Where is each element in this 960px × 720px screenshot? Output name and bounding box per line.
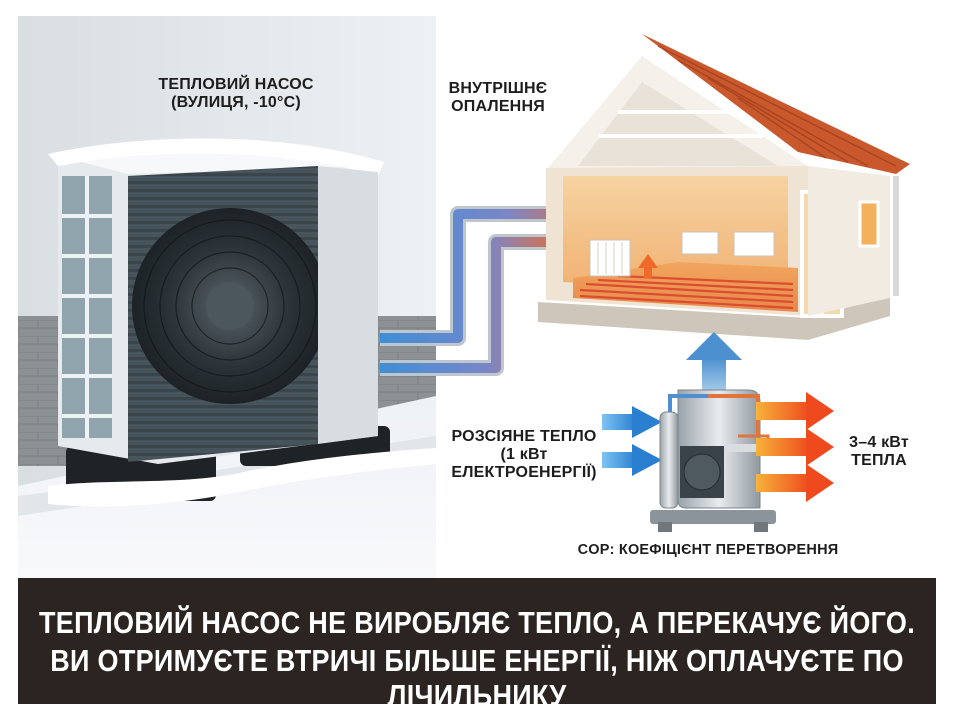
hot-arrow-1-icon: [756, 392, 834, 430]
radiator-back-left: [681, 231, 719, 255]
compressor-icon: [650, 389, 776, 532]
bottom-banner: ТЕПЛОВИЙ НАСОС НЕ ВИРОБЛЯЄ ТЕПЛО, А ПЕРЕ…: [18, 578, 936, 704]
input-energy-caption: РОЗСІЯНЕ ТЕПЛО (1 кВт ЕЛЕКТРОЕНЕРГІЇ): [436, 428, 612, 482]
underfloor-heating: [579, 274, 794, 310]
output-heat-caption: 3–4 кВт ТЕПЛА: [834, 434, 924, 470]
input-line-1: РОЗСІЯНЕ ТЕПЛО: [451, 428, 597, 445]
roof-fascia: [526, 34, 910, 168]
banner-line-1: ТЕПЛОВИЙ НАСОС НЕ ВИРОБЛЯЄ ТЕПЛО, А ПЕРЕ…: [38, 606, 916, 640]
output-arrows: [756, 392, 834, 502]
indoor-line-2: ОПАЛЕННЯ: [451, 97, 545, 115]
heat-up-arrow-icon: [686, 332, 742, 392]
heating-diagram: [380, 34, 910, 532]
input-line-3: ЕЛЕКТРОЕНЕРГІЇ): [451, 463, 597, 481]
radiator-left: [589, 239, 631, 277]
heat-pump-title: ТЕПЛОВИЙ НАСОС: [158, 76, 314, 93]
banner-line-2: ВИ ОТРИМУЄТЕ ВТРИЧІ БІЛЬШЕ ЕНЕРГІЇ, НІЖ …: [50, 644, 904, 704]
hot-arrow-2-icon: [756, 428, 834, 466]
heat-pump-photo: [18, 16, 436, 578]
infographic: ТЕПЛОВИЙ НАСОС (ВУЛИЦЯ, -10°C) ВНУТРІШНЄ…: [18, 16, 936, 704]
hot-arrow-3-icon: [756, 464, 834, 502]
cop-caption: COP: КОЕФІЦІЄНТ ПЕРЕТВОРЕННЯ: [577, 542, 839, 558]
cold-arrow-2-icon: [602, 444, 662, 476]
input-line-2: (1 кВт: [500, 445, 548, 463]
heat-pump-subtitle: (ВУЛИЦЯ, -10°C): [171, 93, 301, 111]
output-line-2: ТЕПЛА: [851, 451, 907, 469]
house-window: [858, 200, 880, 248]
fan-hub-icon: [206, 282, 254, 330]
radiator-back-right: [733, 231, 775, 257]
input-arrows: [602, 406, 662, 476]
unit-side-panel: [318, 166, 378, 444]
cold-arrow-1-icon: [602, 406, 662, 438]
output-line-1: 3–4 кВт: [849, 434, 909, 451]
house-cutaway: [526, 34, 910, 340]
heat-pump-caption: ТЕПЛОВИЙ НАСОС (ВУЛИЦЯ, -10°C): [136, 76, 336, 112]
indoor-heating-caption: ВНУТРІШНЄ ОПАЛЕННЯ: [438, 80, 558, 116]
indoor-line-1: ВНУТРІШНЄ: [448, 80, 548, 97]
warm-air-arrow-icon: [638, 254, 658, 278]
